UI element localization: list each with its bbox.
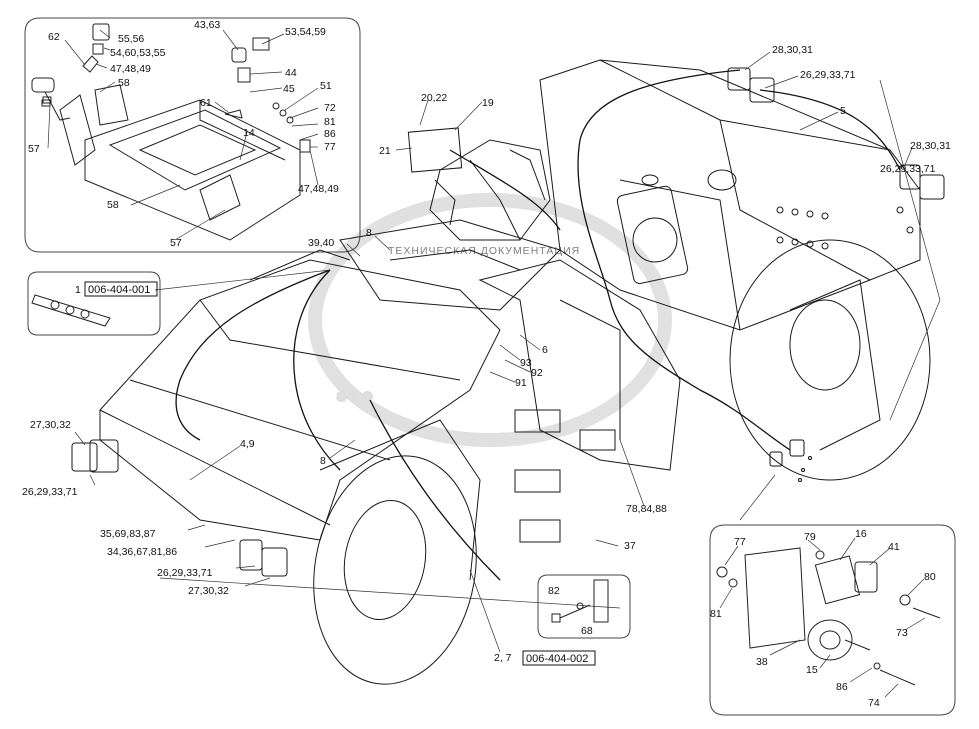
- ref-62: 62: [48, 31, 60, 43]
- ref-26-29-33-71-top: 26,29,33,71: [800, 69, 856, 81]
- ref-93: 93: [520, 357, 532, 369]
- ref-47-48-49-mid: 47,48,49: [298, 183, 339, 195]
- ref-26-29-33-71-right: 26,29,33,71: [880, 163, 936, 175]
- ref-35-69-83-87: 35,69,83,87: [100, 528, 156, 540]
- ref-81-top: 81: [324, 116, 336, 128]
- ref-15: 15: [806, 664, 818, 676]
- ref-16: 16: [855, 528, 867, 540]
- rear-connector: [769, 439, 812, 482]
- subassembly-1-frame: [27, 271, 161, 336]
- ref-26-29-33-71-left: 26,29,33,71: [22, 486, 78, 498]
- ref-68: 68: [581, 625, 593, 637]
- ref-81-inset: 81: [710, 608, 722, 620]
- ref-91: 91: [515, 377, 527, 389]
- ref-80: 80: [924, 571, 936, 583]
- ref-77-inset: 77: [734, 536, 746, 548]
- ref-58-bottom: 58: [107, 199, 119, 211]
- wiring-harness: [175, 69, 901, 581]
- inset-bolt: 82 68: [537, 574, 631, 639]
- harness-part-icon: [31, 294, 111, 327]
- ref-57-bottom: 57: [170, 237, 182, 249]
- ref-39-40: 39,40: [308, 237, 334, 249]
- ref-82: 82: [548, 585, 560, 597]
- ref-43-63: 43,63: [194, 19, 220, 31]
- ref-8-mid: 8: [320, 455, 326, 467]
- ref-86-inset: 86: [836, 681, 848, 693]
- ref-6: 6: [542, 344, 548, 356]
- ref-2-7: 2, 7: [494, 652, 512, 664]
- main-leaders: [74, 51, 941, 653]
- inset-hitch-frame: [709, 524, 956, 716]
- ref-8-top: 8: [366, 227, 372, 239]
- bolt-icon: [551, 579, 609, 623]
- ref-27-30-32-bottom: 27,30,32: [188, 585, 229, 597]
- ref-19: 19: [482, 97, 494, 109]
- ref-45: 45: [283, 83, 295, 95]
- ref-57-top: 57: [28, 143, 40, 155]
- watermark-logo: STO: [338, 391, 377, 403]
- ref-21: 21: [379, 145, 391, 157]
- ref-20-22: 20,22: [421, 92, 447, 104]
- ref-78-84-88: 78,84,88: [626, 503, 667, 515]
- ref-61: 61: [200, 97, 212, 109]
- inset-console-frame: [24, 17, 361, 253]
- ref-41: 41: [888, 541, 900, 553]
- ref-14: 14: [243, 127, 255, 139]
- ref-58-top: 58: [118, 77, 130, 89]
- ref-55-56: 55,56: [118, 33, 144, 45]
- sheet-ref-1: 006-404-001: [88, 284, 150, 296]
- ref-38: 38: [756, 656, 768, 668]
- subassembly-ref-2: 006-404-002: [522, 650, 596, 666]
- ref-28-30-31-top: 28,30,31: [772, 44, 813, 56]
- inset-hitch-parts: 77 79 16 41 80 81 73 38 15 86 74: [709, 524, 956, 716]
- ref-77-top: 77: [324, 141, 336, 153]
- ref-4-9: 4,9: [240, 438, 255, 450]
- ref-54-60-53-55: 54,60,53,55: [110, 47, 166, 59]
- ref-28-30-31-right: 28,30,31: [910, 140, 951, 152]
- roller-body: [71, 59, 945, 685]
- ref-1: 1: [75, 284, 81, 296]
- ref-92: 92: [531, 367, 543, 379]
- ref-37: 37: [624, 540, 636, 552]
- sheet-ref-1-box: [84, 281, 158, 297]
- sheet-ref-2: 006-404-002: [526, 653, 588, 665]
- ref-72: 72: [324, 102, 336, 114]
- ref-44: 44: [285, 67, 297, 79]
- hitch-assembly-icon: [716, 547, 941, 686]
- ref-79: 79: [804, 531, 816, 543]
- ref-5: 5: [840, 105, 846, 117]
- inset-console-parts: 62 55,56 54,60,53,55 47,48,49 58 57 43,6…: [24, 17, 361, 253]
- ref-53-54-59: 53,54,59: [285, 26, 326, 38]
- watermark-ring: [308, 193, 672, 447]
- ref-86-top: 86: [324, 128, 336, 140]
- switch-parts: [42, 23, 311, 153]
- main-labels: 20,22 19 21 28,30,31 26,29,33,71 5 28,30…: [22, 44, 951, 664]
- sheet-ref-2-box: [522, 650, 596, 666]
- ref-51: 51: [320, 80, 332, 92]
- ref-74: 74: [868, 697, 880, 709]
- ref-47-48-49-top: 47,48,49: [110, 63, 151, 75]
- bolt-holes: [776, 206, 914, 250]
- ref-26-29-33-71-bottom: 26,29,33,71: [157, 567, 213, 579]
- ref-27-30-32-left: 27,30,32: [30, 419, 71, 431]
- ref-73: 73: [896, 627, 908, 639]
- inset-console-leaders: [47, 29, 319, 241]
- subassembly-ref-1: 1 006-404-001: [27, 271, 161, 336]
- ref-34-36-67-81-86: 34,36,67,81,86: [107, 546, 177, 558]
- inset-bolt-frame: [537, 574, 631, 639]
- inset-hitch-leaders: [719, 537, 926, 698]
- console-body: [59, 84, 301, 241]
